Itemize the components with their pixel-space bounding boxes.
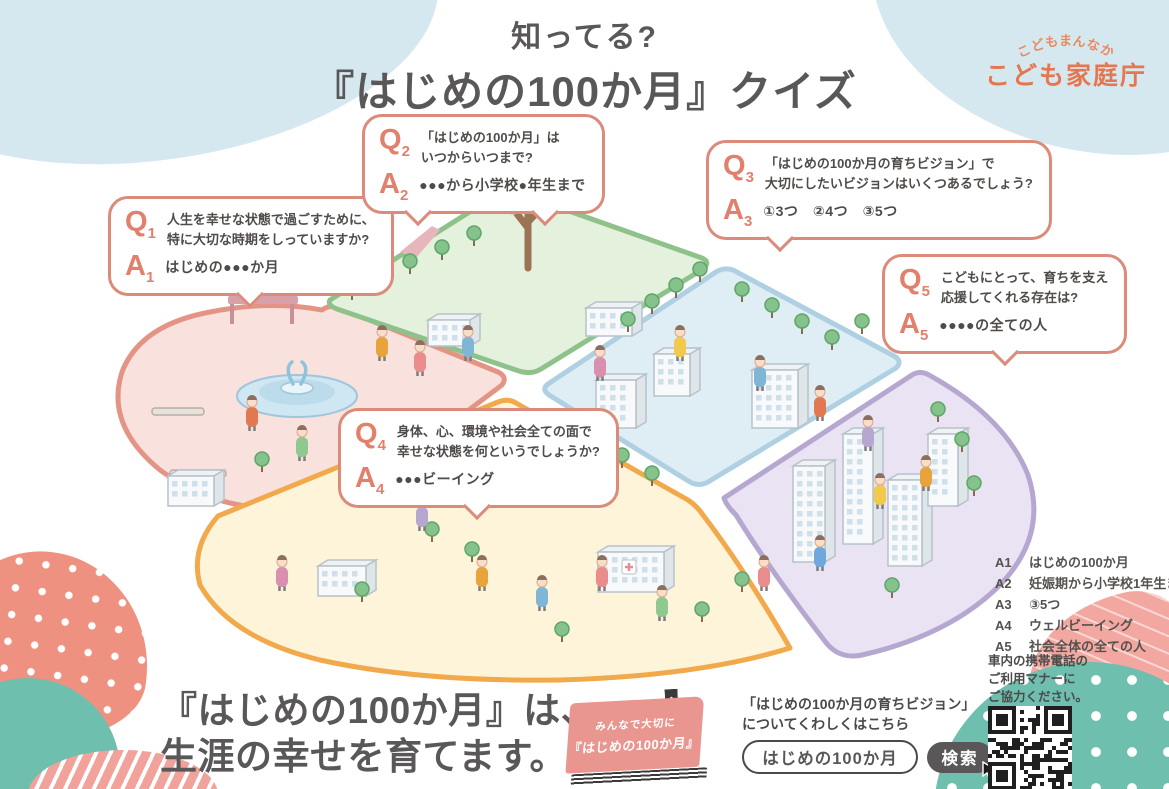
headline-line-2: 生涯の幸せを育てます。: [160, 735, 567, 777]
q4-label: Q4: [355, 418, 386, 454]
title-line-2: 『はじめの100か月』クイズ: [312, 68, 857, 115]
q1-label: Q1: [125, 206, 156, 242]
answer-key-row: A2妊娠期から小学校1年生まで: [995, 576, 1169, 592]
agency-logo: こどもまんなか こども家庭庁: [985, 30, 1147, 92]
logo-name: こども家庭庁: [984, 62, 1147, 90]
search-input[interactable]: はじめの100か月: [742, 740, 918, 774]
q1-question: 人生を幸せな状態で過ごすために、特に大切な時期をしっていますか?: [166, 212, 375, 247]
details-link-text: 「はじめの100か月の育ちビジョン」 についてくわしくはこちら: [742, 694, 975, 735]
q5-label: Q5: [899, 264, 930, 300]
book-cover: みんなで大切に 『はじめの100か月』: [565, 696, 705, 774]
a1-label: A1: [125, 250, 155, 286]
title-line-1: 知ってる?: [511, 21, 658, 54]
a5-label: A5: [899, 308, 929, 344]
qr-note: 車内の携帯電話の ご利用マナーに ご協力ください。: [988, 654, 1089, 704]
book-title-line-1: みんなで大切に: [594, 716, 677, 733]
details-link-line-2: についてくわしくはこちら: [742, 716, 910, 733]
q2-label: Q2: [379, 124, 410, 160]
a1-answer: はじめの●●●か月: [165, 259, 280, 275]
quiz-bubble-2: Q2 「はじめの100か月」はいつからいつまで? A2 ●●●から小学校●年生ま…: [362, 114, 605, 214]
headline-line-1: 『はじめの100か月』は、: [160, 690, 599, 731]
search-row: はじめの100か月 検索: [742, 740, 998, 782]
q4-question: 身体、心、環境や社会全ての面で幸せな状態を何というでしょうか?: [396, 424, 600, 459]
quiz-bubble-4: Q4 身体、心、環境や社会全ての面で幸せな状態を何というでしょうか? A4 ●●…: [338, 408, 619, 508]
search-button[interactable]: 検索: [927, 741, 998, 782]
quiz-bubble-3: Q3 「はじめの100か月の育ちビジョン」で大切にしたいビジョンはいくつあるでし…: [706, 140, 1052, 240]
book-title-line-2: 『はじめの100か月』: [568, 734, 701, 757]
a3-label: A3: [723, 194, 753, 230]
page-title: 知ってる? 『はじめの100か月』クイズ: [0, 12, 1169, 119]
logo-tagline: こどもまんなか: [1014, 33, 1118, 61]
a2-answer: ●●●から小学校●年生まで: [419, 177, 586, 193]
q5-question: こどもにとって、育ちを支え応援してくれる存在は?: [940, 270, 1109, 305]
a5-answer: ●●●●の全ての人: [939, 317, 1048, 333]
quiz-bubble-5: Q5 こどもにとって、育ちを支え応援してくれる存在は? A5 ●●●●の全ての人: [882, 254, 1128, 354]
q2-question: 「はじめの100か月」はいつからいつまで?: [420, 130, 560, 165]
q3-label: Q3: [723, 150, 754, 186]
a3-answer: ①3つ ②4つ ③5つ: [763, 203, 898, 219]
footer-headline: 『はじめの100か月』は、 生涯の幸せを育てます。: [160, 688, 598, 780]
a4-label: A4: [355, 462, 385, 498]
book-illustration: みんなで大切に 『はじめの100か月』: [565, 691, 708, 788]
q3-question: 「はじめの100か月の育ちビジョン」で大切にしたいビジョンはいくつあるでしょう?: [764, 156, 1033, 191]
a2-label: A2: [379, 168, 409, 204]
a4-answer: ●●●ビーイング: [395, 471, 495, 487]
details-link-line-1: 「はじめの100か月の育ちビジョン」: [742, 696, 976, 712]
qr-code: [988, 706, 1072, 789]
quiz-bubble-1: Q1 人生を幸せな状態で過ごすために、特に大切な時期をしっていますか? A1 は…: [108, 196, 394, 296]
